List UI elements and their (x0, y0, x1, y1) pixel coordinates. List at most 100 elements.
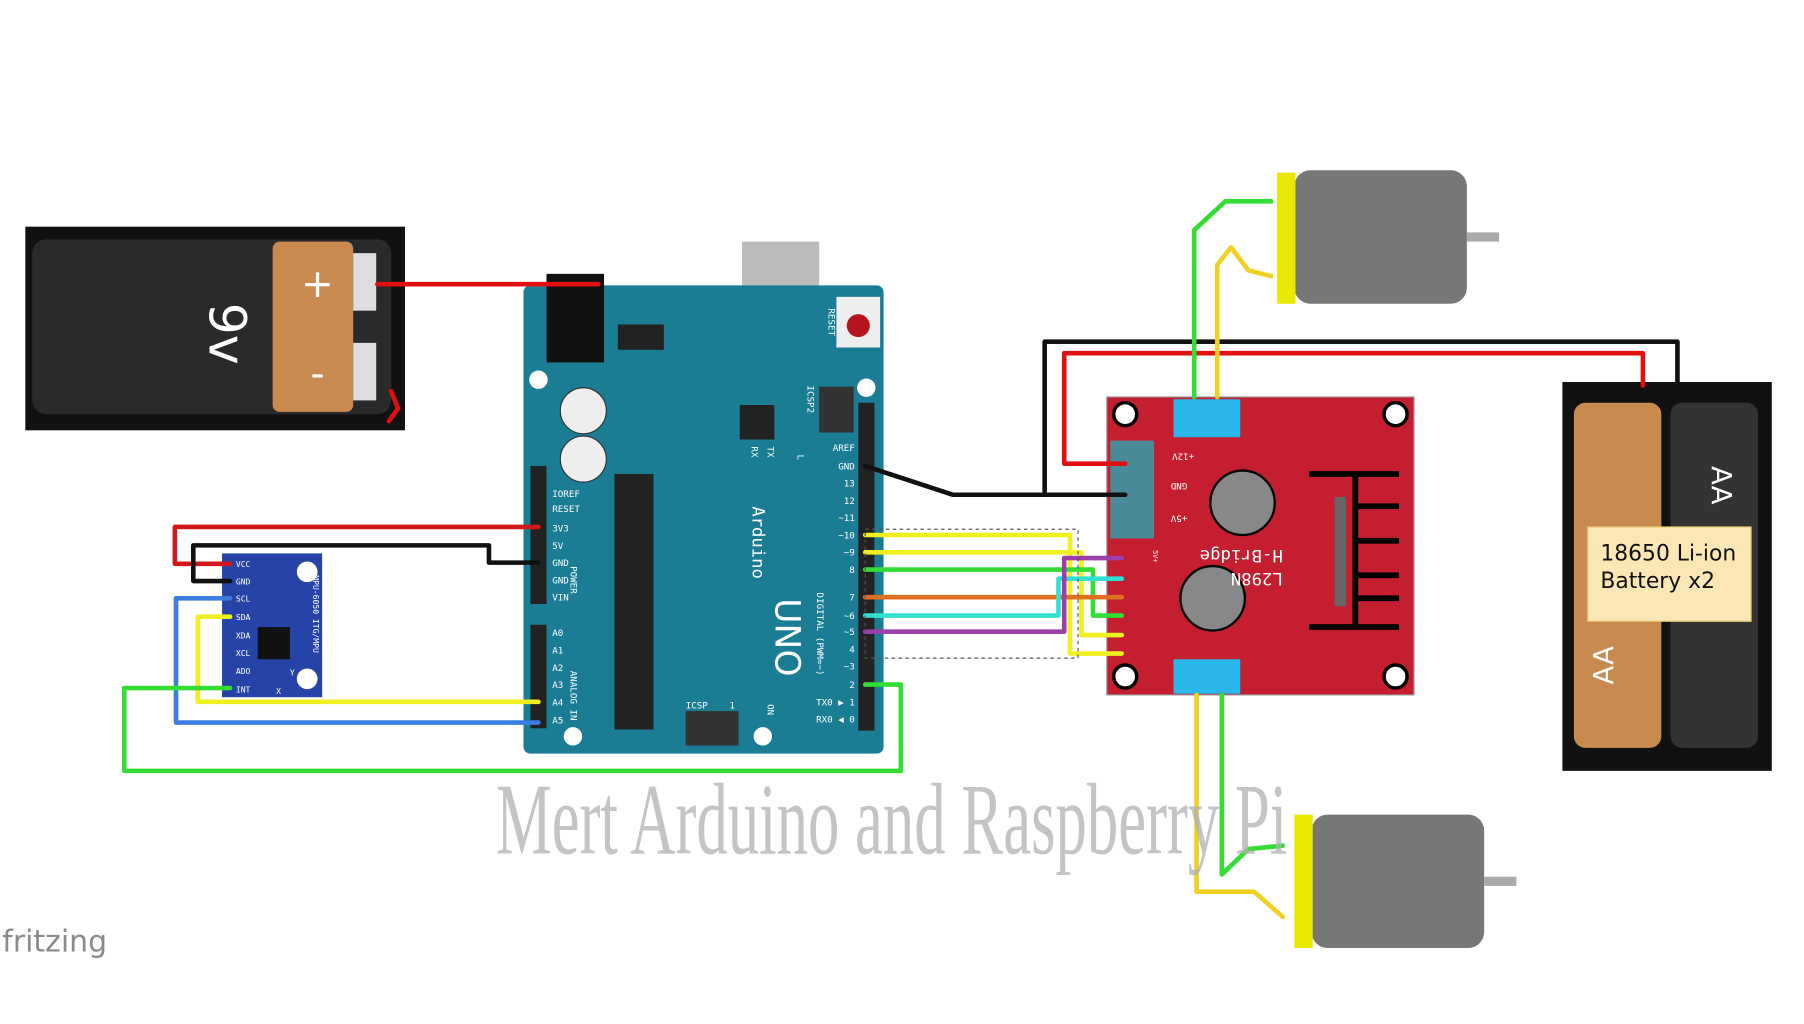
battery-9v[interactable]: + - 9v (25, 226, 405, 431)
reset-button[interactable] (846, 314, 870, 338)
pin-label: TX0 ▶ 1 (816, 697, 855, 708)
wire-motor-top-b (1214, 245, 1274, 400)
pin-label: GND (552, 575, 569, 586)
wire-motor-bottom-b (1219, 692, 1286, 877)
on-label: ON (764, 704, 775, 715)
wire-d10-enb (862, 532, 1125, 656)
wire-scl-a5 (173, 595, 541, 725)
digital-pin-labels: AREF GND 13 12 ~11 ~10 ~9 8 7 ~6 ~5 4 ~3… (816, 443, 855, 726)
pin-label: ~3 (844, 662, 855, 673)
wire-gnd-mpu (190, 543, 541, 584)
logic-5v-label: 5V+ (1151, 550, 1159, 562)
pin-label: ADO (236, 667, 251, 676)
battery-note-line1: 18650 Li-ion (1600, 541, 1736, 566)
battery-voltage-label: 9v (197, 303, 256, 365)
dc-motor-bottom[interactable] (1294, 814, 1517, 949)
battery-minus-label: - (310, 352, 324, 397)
pin-label: ~5 (844, 627, 855, 638)
watermark: Mert Arduino and Raspberry Pi (496, 765, 1287, 877)
pin-label: +12V (1172, 450, 1195, 461)
axis-x-label: X (276, 687, 281, 696)
l298n-driver[interactable]: H-Bridge L298N +12V GND +5V 5V+ (1106, 396, 1415, 696)
pin-label: SCL (236, 595, 251, 604)
pin-label: 13 (844, 479, 855, 490)
arduino-model: UNO (766, 598, 806, 676)
battery-pack-18650[interactable]: AA AA 18650 Li-ion Battery x2 (1562, 381, 1772, 771)
pin-label: SDA (236, 613, 251, 622)
tx-label: TX (764, 446, 775, 458)
pin-label: RESET (552, 504, 580, 515)
pin-label: A4 (552, 697, 564, 708)
cell-label: AA (1587, 646, 1620, 685)
wire-3v3-vcc (172, 524, 541, 567)
pin-label: 2 (849, 680, 855, 691)
mpu-pin-labels: VCC GND SCL SDA XDA XCL ADO INT (236, 560, 251, 694)
icsp-label: ICSP (686, 701, 709, 712)
wire-d6-in1 (862, 576, 1125, 618)
pin-label: ~6 (844, 611, 855, 622)
pin-label: 8 (849, 565, 855, 576)
pin-label: VIN (552, 593, 569, 604)
wire-gnd-l298n (862, 463, 1128, 498)
pin-label: 12 (844, 496, 855, 507)
arduino-brand: Arduino (747, 506, 767, 579)
wire-9v-negative (386, 388, 401, 424)
l298n-name: L298N (1231, 568, 1283, 588)
wire-motor-bottom-a (1194, 692, 1286, 920)
wire-d8-in3 (862, 567, 1125, 618)
pin-label: 3V3 (552, 524, 569, 535)
reset-label: RESET (825, 308, 836, 336)
cell-label: AA (1705, 466, 1738, 505)
pin-label: A5 (552, 716, 563, 727)
pin-label: GND (1171, 480, 1188, 491)
mpu-name: MPU-6050 ITG/MPU (311, 575, 320, 653)
power-header-label: POWER (568, 566, 579, 594)
pin-label: GND (236, 577, 251, 586)
wire-d9-in4 (862, 549, 1125, 638)
pin-label: ~10 (838, 530, 855, 541)
analog-pin-labels: A0 A1 A2 A3 A4 A5 (552, 628, 564, 726)
pin-label: INT (236, 686, 251, 695)
wire-battery-12v (1061, 350, 1646, 466)
mpu6050-module[interactable]: MPU-6050 ITG/MPU VCC GND SCL SDA XDA XCL… (222, 553, 323, 698)
wire-sda-a4 (195, 614, 541, 705)
battery-plus-label: + (301, 262, 334, 307)
pin-label: RX0 ◀ 0 (816, 715, 855, 726)
battery-note (1587, 526, 1752, 622)
digital-header-label: DIGITAL (PWM=~) (814, 593, 825, 676)
icsp2-label: ICSP2 (805, 385, 816, 413)
wire-battery-gnd (1042, 339, 1680, 498)
pin-label: XDA (236, 632, 251, 641)
l-label: L (794, 454, 805, 460)
pin-label: 5V (552, 541, 564, 552)
wires[interactable] (121, 199, 1680, 920)
selection-box (864, 528, 1079, 659)
rx-label: RX (748, 446, 759, 458)
pin-label: A3 (552, 680, 563, 691)
pin-label: AREF (833, 443, 855, 454)
dc-motor-top[interactable] (1277, 170, 1500, 304)
power-pin-labels: IOREF RESET 3V3 5V GND GND VIN (552, 489, 580, 604)
pin-label: +5V (1170, 512, 1187, 523)
battery-note-line2: Battery x2 (1600, 569, 1715, 594)
pin-label: A0 (552, 628, 563, 639)
axis-y-label: Y (290, 668, 295, 677)
arduino-uno[interactable]: Arduino UNO RESET ICSP2 ICSP 1 RX TX L O… (523, 241, 884, 754)
pin-label: A2 (552, 663, 563, 674)
pin-label: 4 (849, 644, 855, 655)
pin-label: XCL (236, 649, 251, 658)
pin-label: ~9 (844, 548, 855, 559)
wire-d5-ena (862, 555, 1125, 634)
pin-label: GND (838, 461, 855, 472)
pin-label: IOREF (552, 489, 580, 500)
pin-label: GND (552, 558, 569, 569)
analog-header-label: ANALOG IN (568, 671, 579, 721)
wire-int-d2 (121, 682, 904, 774)
icsp-pin1-label: 1 (729, 701, 735, 712)
pin-label: VCC (236, 560, 251, 569)
pin-label: A1 (552, 646, 563, 657)
hbridge-label: H-Bridge (1200, 545, 1283, 565)
wire-motor-top-a (1191, 199, 1274, 400)
